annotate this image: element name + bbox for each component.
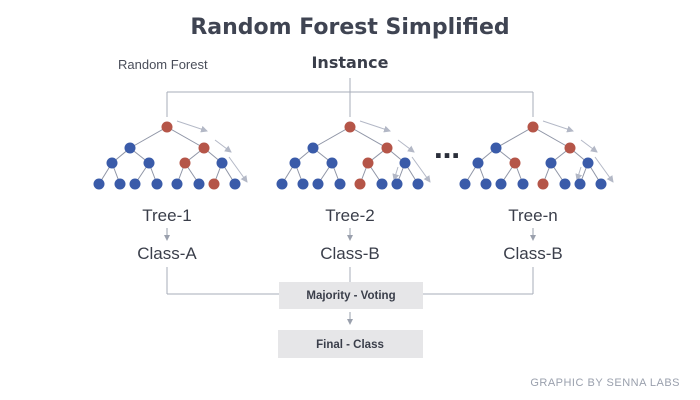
tree-edge [129,126,168,149]
tree-leaf-node [537,178,549,190]
tree-edge [214,139,232,153]
tree-node [216,157,228,169]
tree-to-class-arrows [164,228,536,241]
ellipsis: … [434,135,460,165]
random-forest-caption: Random Forest [118,57,208,72]
tree-edge [532,126,571,149]
tree-edge [392,166,400,181]
class-label-2: Class-B [320,244,380,263]
tree-node [198,142,210,154]
tree-root-node [344,121,356,133]
tree-edge [580,139,598,153]
tree-leaf-node [376,178,388,190]
majority-voting-label: Majority - Voting [306,290,395,302]
tree-label-n: Tree-n [508,206,557,225]
tree-leaf-node [595,178,607,190]
tree-node [582,157,594,169]
class-label-n: Class-B [503,244,563,263]
tree-leaf-node [129,178,141,190]
tree-node [509,157,521,169]
tree-leaf-node [171,178,183,190]
trees-group [93,120,614,190]
tree-node [106,157,118,169]
tree-leaf-node [297,178,309,190]
tree-edge [575,166,583,181]
tree-leaf-node [229,178,241,190]
majority-voting-box [279,282,423,309]
tree-leaf-node [312,178,324,190]
tree-leaf-node [114,178,126,190]
tree-edge [176,120,208,133]
tree-edge [228,156,248,183]
tree-leaf-node [412,178,424,190]
tree-node [381,142,393,154]
tree-leaf-node [574,178,586,190]
tree-edge [349,126,388,149]
tree-leaf-node [480,178,492,190]
tree-node [179,157,191,169]
tree-edge [495,126,534,149]
tree-leaf-node [559,178,571,190]
tree-leaf-node [276,178,288,190]
tree-node [472,157,484,169]
tree-node [545,157,557,169]
final-class-label: Final - Class [316,339,384,351]
tree-node [326,157,338,169]
tree-edge [359,120,391,133]
tree-root-node [527,121,539,133]
tree-node [362,157,374,169]
tree-leaf-node [354,178,366,190]
tree-leaf-node [208,178,220,190]
tree-leaf-node [517,178,529,190]
instance-label: Instance [311,53,388,72]
tree-edge [312,126,351,149]
tree-leaf-node [495,178,507,190]
tree-edge [594,156,614,183]
final-class-box [278,330,423,358]
tree-leaf-node [151,178,163,190]
tree-node [307,142,319,154]
tree-edge [166,126,205,149]
credit-text: GRAPHIC BY SENNA LABS [530,377,680,389]
tree-node [124,142,136,154]
tree-label-2: Tree-2 [325,206,374,225]
tree-leaf-node [459,178,471,190]
instance-connectors [166,78,534,117]
tree-edge [397,139,415,153]
tree-leaf-node [391,178,403,190]
tree-edge [411,156,431,183]
tree-node [564,142,576,154]
tree-leaf-node [334,178,346,190]
class-label-1: Class-A [137,244,197,263]
tree-root-node [161,121,173,133]
tree-leaf-node [193,178,205,190]
diagram-title: Random Forest Simplified [190,15,509,40]
voting-connectors [166,267,534,295]
tree-node [490,142,502,154]
tree-leaf-node [93,178,105,190]
tree-edge [542,120,574,133]
tree-node [289,157,301,169]
tree-label-1: Tree-1 [142,206,191,225]
tree-node [399,157,411,169]
tree-node [143,157,155,169]
